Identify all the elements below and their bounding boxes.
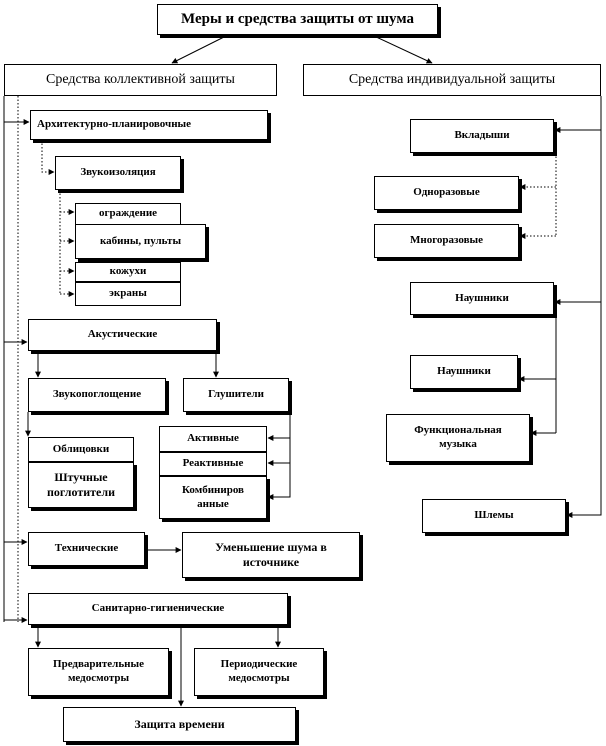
disposable-box: Одноразовые (374, 176, 519, 210)
to-helmets-arrow (566, 96, 602, 518)
soundproofing-box: Звукоизоляция (55, 156, 181, 190)
headphones-sub-box: Наушники (410, 355, 518, 389)
time-protection-box: Защита времени (63, 707, 296, 742)
technical-box: Технические (28, 532, 145, 566)
inserts-box: Вкладыши (410, 119, 554, 153)
absorption-item-0: Облицовки (28, 437, 134, 462)
soundproofing-item-0: ограждение (75, 203, 181, 225)
headphones-box: Наушники (410, 282, 554, 315)
soundproofing-item-2: кожухи (75, 262, 181, 282)
collective-header: Средства коллективной защиты (4, 64, 277, 96)
soundproofing-item-1: кабины, пульты (75, 224, 206, 259)
architectural-box: Архитектурно-планировочные (30, 110, 268, 140)
root-box: Меры и средства защиты от шума (157, 4, 438, 35)
silencer-item-0: Активные (159, 426, 267, 452)
sanitary-box: Санитарно-гигиенические (28, 593, 288, 625)
absorption-item-1: Штучные поглотители (28, 462, 134, 508)
root-to-individual-arrow (371, 34, 433, 64)
root-to-collective-arrow (171, 34, 229, 64)
periodic-box: Периодические медосмотры (194, 648, 324, 696)
absorption-box: Звукопоглощение (28, 378, 166, 412)
to-soundproofing-arrow (41, 140, 55, 175)
preliminary-box: Предварительные медосмотры (28, 648, 169, 696)
acoustic-box: Акустические (28, 319, 217, 351)
helmets-box: Шлемы (422, 499, 566, 533)
reusable-box: Многоразовые (374, 224, 519, 258)
source-reduction-box: Уменьшение шума в источнике (182, 532, 360, 578)
individual-header: Средства индивидуальной защиты (303, 64, 601, 96)
to-silencer-item-2-arrow (267, 412, 291, 500)
functional-music-box: Функциональная музыка (386, 414, 530, 462)
silencer-item-1: Реактивные (159, 452, 267, 476)
soundproofing-item-3: экраны (75, 282, 181, 306)
silencer-item-2: Комбиниров анные (159, 476, 267, 519)
silencers-box: Глушители (183, 378, 289, 412)
